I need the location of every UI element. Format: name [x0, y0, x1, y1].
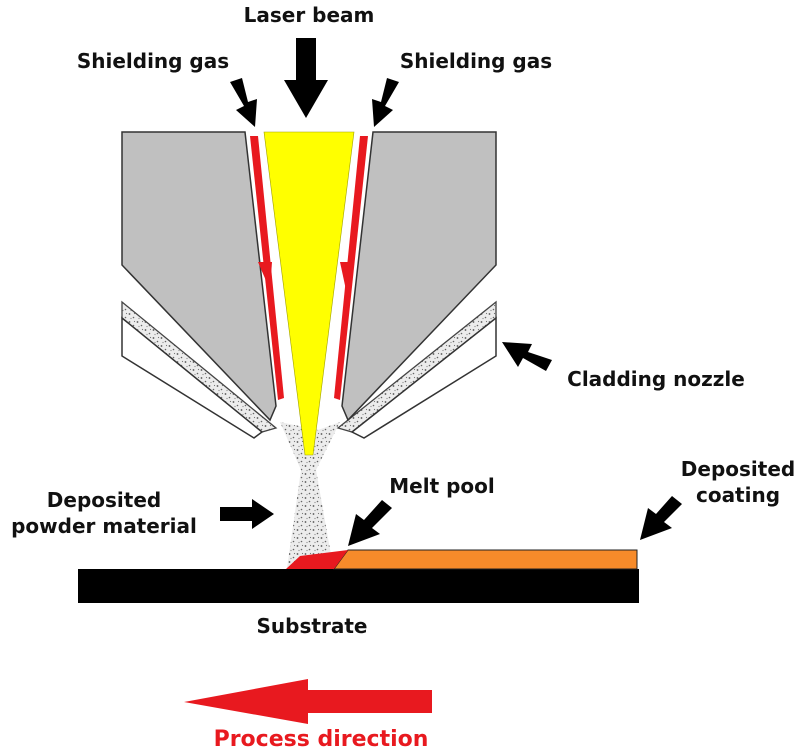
powder-stream — [280, 422, 340, 568]
cladding-nozzle-right — [341, 131, 497, 422]
label-substrate: Substrate — [257, 614, 368, 638]
deposited-coating-layer — [333, 549, 638, 570]
gas-flow-arrowhead-left — [258, 262, 272, 290]
label-deposited-powder-line2: powder material — [11, 514, 197, 538]
melt-pool-arrow — [348, 500, 392, 546]
melt-pool — [286, 550, 348, 569]
label-shielding-gas-right: Shielding gas — [400, 49, 552, 73]
label-cladding-nozzle: Cladding nozzle — [567, 367, 745, 391]
cladding-nozzle-arrow — [502, 342, 552, 371]
cladding-nozzle-left — [121, 131, 277, 422]
gas-flow-arrowhead-right — [340, 262, 354, 290]
laser-beam-cone — [263, 131, 355, 456]
substrate-block — [78, 569, 639, 603]
label-laser-beam: Laser beam — [244, 3, 375, 27]
label-process-direction: Process direction — [214, 727, 429, 749]
label-deposited-powder-line1: Deposited — [47, 488, 161, 512]
laser-beam-arrow — [284, 38, 328, 118]
shielding-gas-right-arrow — [372, 78, 399, 127]
label-shielding-gas-left: Shielding gas — [77, 49, 229, 73]
process-direction-arrow — [184, 679, 432, 724]
label-deposited-coating-line2: coating — [696, 483, 780, 507]
deposited-powder-arrow — [220, 499, 274, 529]
shielding-gas-left-arrow — [230, 78, 257, 127]
label-arrows — [220, 38, 682, 546]
label-deposited-coating-line1: Deposited — [681, 457, 795, 481]
nozzle-outer-wall-left — [121, 316, 264, 439]
nozzle-outer-wall-right — [350, 316, 497, 439]
deposited-coating-arrow — [640, 496, 682, 540]
label-melt-pool: Melt pool — [389, 474, 495, 498]
